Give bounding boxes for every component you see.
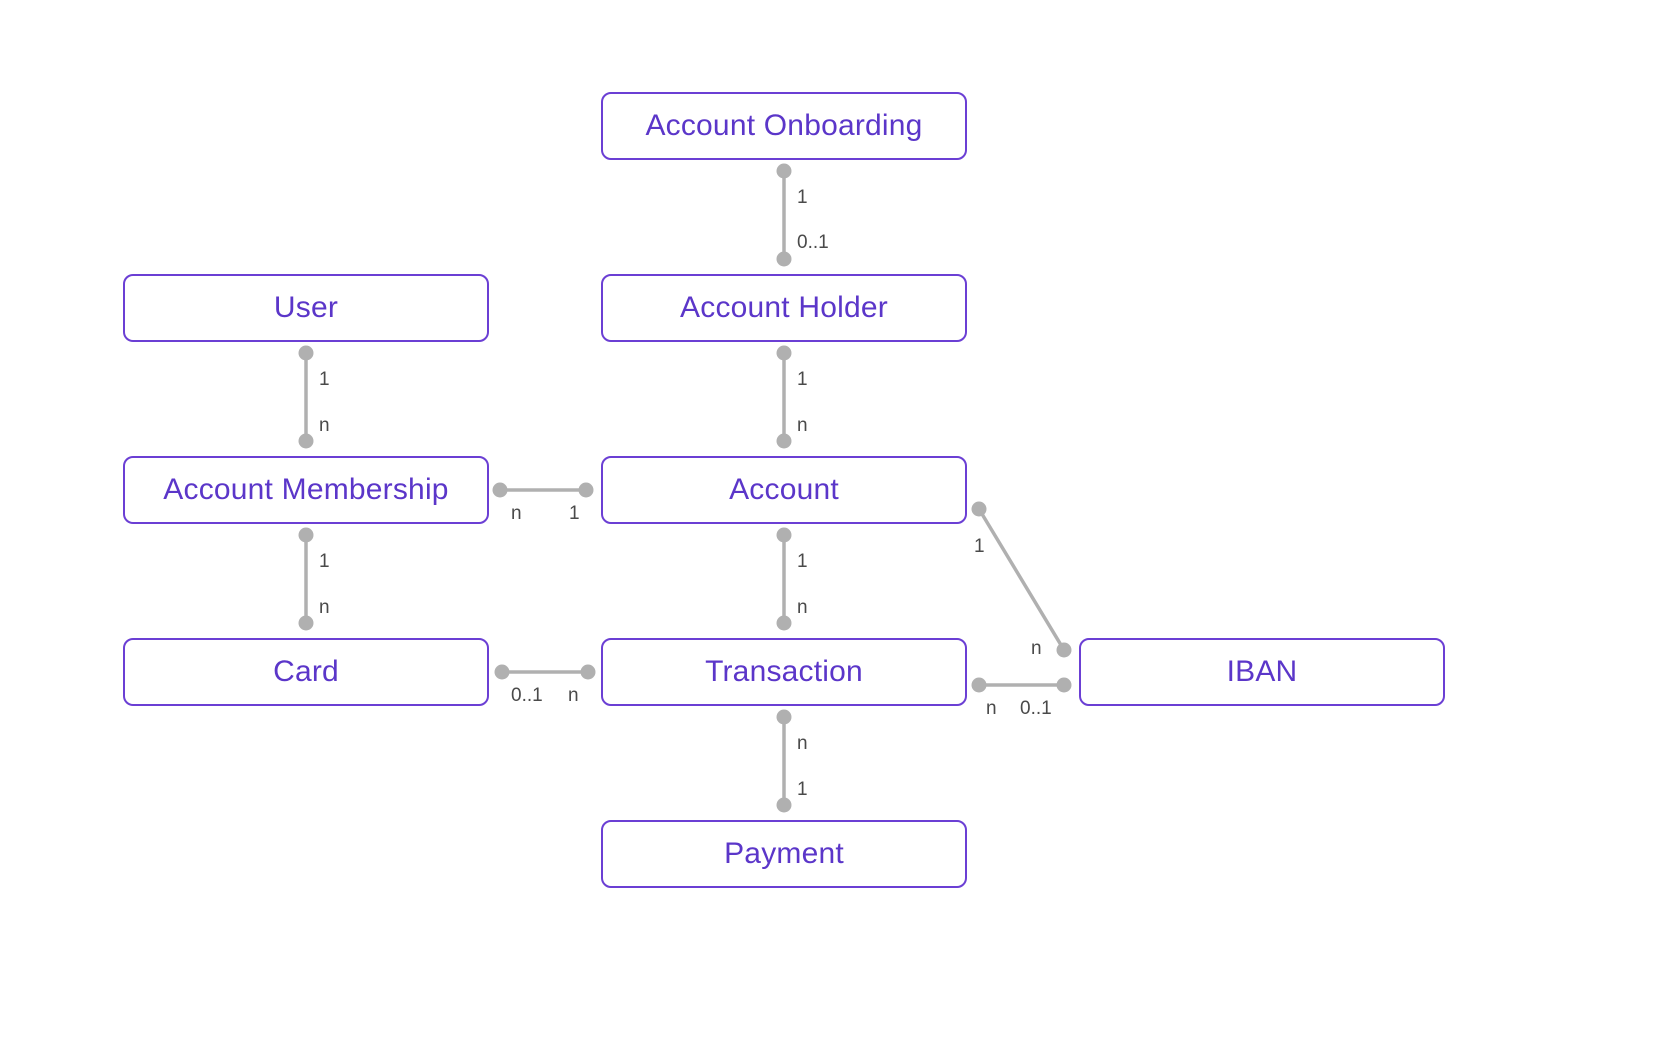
cardinality-label-transaction-iban-to: 0..1 [1020,698,1052,719]
edge-onboarding-holder [776,163,792,267]
edge-user-membership [298,345,314,449]
edge-endpoint-start [971,677,987,693]
entity-label-account-membership: Account Membership [163,473,449,506]
cardinality-label-transaction-payment-to: 1 [797,779,808,800]
edge-endpoint-start [298,345,314,361]
entity-node-account-onboarding[interactable]: Account Onboarding [601,92,967,160]
entity-label-iban: IBAN [1226,655,1298,688]
edge-endpoint-start [494,664,510,680]
entity-node-card[interactable]: Card [123,638,489,706]
entity-label-account-onboarding: Account Onboarding [645,109,923,142]
cardinality-label-card-transaction-to: n [568,685,579,706]
edge-endpoint-end [1056,642,1072,658]
entity-label-transaction: Transaction [705,655,863,688]
edge-transaction-iban [971,677,1072,693]
cardinality-label-account-iban-to: n [1031,638,1042,659]
edge-line [977,507,1066,652]
cardinality-label-user-membership-to: n [319,415,330,436]
edge-membership-account [492,482,594,498]
edge-endpoint-end [776,433,792,449]
cardinality-label-account-transaction-from: 1 [797,551,808,572]
edge-membership-card [298,527,314,631]
edge-endpoint-start [776,345,792,361]
cardinality-label-holder-account-from: 1 [797,369,808,390]
edge-transaction-payment [776,709,792,813]
cardinality-label-card-transaction-from: 0..1 [511,685,543,706]
edge-holder-account [776,345,792,449]
edge-endpoint-start [776,527,792,543]
entity-label-card: Card [273,655,339,688]
entity-node-user[interactable]: User [123,274,489,342]
edge-card-transaction [494,664,596,680]
cardinality-label-membership-account-to: 1 [569,503,580,524]
entity-node-account-membership[interactable]: Account Membership [123,456,489,524]
edge-endpoint-start [492,482,508,498]
cardinality-label-onboarding-holder-to: 0..1 [797,232,829,253]
entity-label-account-holder: Account Holder [680,291,888,324]
edge-endpoint-end [298,433,314,449]
entity-label-user: User [273,291,339,324]
entity-node-account-holder[interactable]: Account Holder [601,274,967,342]
cardinality-label-account-transaction-to: n [797,597,808,618]
edge-endpoint-end [298,615,314,631]
cardinality-label-membership-card-from: 1 [319,551,330,572]
edge-endpoint-end [580,664,596,680]
cardinality-label-account-iban-from: 1 [974,536,985,557]
cardinality-label-transaction-iban-from: n [986,698,997,719]
cardinality-label-onboarding-holder-from: 1 [797,187,808,208]
edge-endpoint-end [578,482,594,498]
entity-label-payment: Payment [724,837,844,870]
edge-endpoint-start [971,501,987,517]
edge-account-transaction [776,527,792,631]
edge-endpoint-end [776,797,792,813]
cardinality-label-holder-account-to: n [797,415,808,436]
edge-endpoint-end [776,615,792,631]
edge-endpoint-start [776,163,792,179]
cardinality-label-membership-account-from: n [511,503,522,524]
edge-endpoint-start [776,709,792,725]
edge-endpoint-start [298,527,314,543]
entity-node-iban[interactable]: IBAN [1079,638,1445,706]
cardinality-label-membership-card-to: n [319,597,330,618]
edge-account-iban [971,501,1072,658]
edge-endpoint-end [1056,677,1072,693]
entity-node-account[interactable]: Account [601,456,967,524]
cardinality-label-user-membership-from: 1 [319,369,330,390]
entity-label-account: Account [729,473,839,506]
cardinality-label-transaction-payment-from: n [797,733,808,754]
entity-node-payment[interactable]: Payment [601,820,967,888]
entity-node-transaction[interactable]: Transaction [601,638,967,706]
edge-endpoint-end [776,251,792,267]
